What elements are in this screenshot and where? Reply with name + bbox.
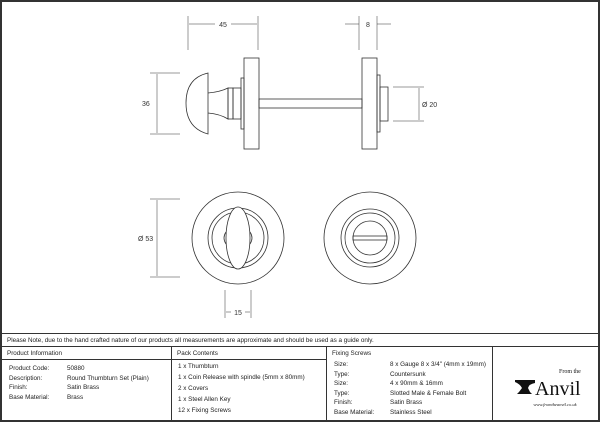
rose-backplate-right	[376, 74, 381, 133]
logo-from-text: From the	[559, 369, 581, 375]
rose-outline	[323, 191, 417, 285]
side-view	[185, 57, 389, 150]
dim-15: 15	[234, 310, 242, 317]
pack-item: 1 x Coin Release with spindle (5mm x 80m…	[178, 374, 305, 381]
dim-45: 45	[219, 22, 227, 29]
screw-row: Size: 8 x Gauge 8 x 3/4" (4mm x 19mm)	[327, 360, 492, 370]
value: Round Thumbturn Set (Plain)	[67, 374, 149, 382]
screw-row: Finish: Satin Brass	[327, 398, 492, 408]
technical-drawing: 45 8 36 Ø 20 Ø 53 15	[138, 16, 437, 318]
label: Product Code:	[9, 365, 50, 372]
dim-8: 8	[366, 22, 370, 29]
screw-row: Type: Countersunk	[327, 370, 492, 380]
value: Stainless Steel	[390, 408, 432, 416]
rose-ring	[344, 212, 396, 264]
dimensions	[150, 16, 424, 318]
logo-name-text: Anvil	[535, 378, 581, 400]
front-view-coin-release	[323, 191, 417, 285]
value: Slotted Male & Female Bolt	[390, 389, 467, 397]
info-row: Product Code: 50880	[2, 364, 171, 374]
value: 4 x 90mm & 16mm	[390, 380, 443, 387]
rose-outline	[191, 191, 285, 285]
rose-backplate-left	[240, 77, 245, 130]
value: Countersunk	[390, 370, 426, 378]
pack-item: 2 x Covers	[178, 385, 209, 392]
fixing-screws-header: Fixing Screws	[332, 350, 372, 357]
value: Satin Brass	[390, 399, 423, 406]
thumbturn-collar	[232, 87, 242, 120]
info-row: Description: Round Thumbturn Set (Plain)	[2, 374, 171, 384]
dim-diameter-53: Ø 53	[138, 236, 153, 243]
pack-item: 1 x Thumbturn	[178, 363, 219, 370]
label: Finish:	[9, 384, 28, 391]
value: 50880	[67, 365, 85, 372]
dim-36: 36	[142, 101, 150, 108]
thumbturn-dome	[185, 72, 209, 135]
label: Description:	[9, 374, 43, 382]
dim-diameter-20: Ø 20	[422, 102, 437, 109]
from-the-anvil-logo: From the Anvil www.fromtheanvil.co.uk	[513, 366, 597, 414]
label: Type:	[334, 389, 350, 397]
label: Finish:	[334, 399, 353, 406]
info-row: Base Material: Brass	[2, 393, 171, 403]
anvil-icon	[515, 380, 535, 394]
pack-item: 12 x Fixing Screws	[178, 407, 231, 414]
rose-plate-right	[361, 57, 378, 150]
anvil-logo-graphic: From the Anvil www.fromtheanvil.co.uk	[515, 369, 581, 407]
thumbturn-grip	[225, 206, 251, 270]
screw-row: Type: Slotted Male & Female Bolt	[327, 389, 492, 399]
product-info-header: Product Information	[2, 347, 171, 360]
label: Size:	[334, 361, 348, 368]
label: Base Material:	[334, 408, 375, 416]
pack-contents: Pack Contents 1 x Thumbturn 1 x Coin Rel…	[172, 347, 327, 422]
screw-row: Size: 4 x 90mm & 16mm	[327, 379, 492, 389]
value: Brass	[67, 393, 84, 401]
rose-ring	[340, 208, 400, 268]
disclaimer-note: Please Note, due to the hand crafted nat…	[2, 333, 598, 347]
coin-release	[379, 86, 389, 122]
logo-url-text: www.fromtheanvil.co.uk	[533, 402, 577, 407]
release-face	[352, 220, 388, 256]
fixing-screws: Fixing Screws Size: 8 x Gauge 8 x 3/4" (4…	[327, 347, 493, 422]
label: Base Material:	[9, 393, 50, 401]
info-row: Finish: Satin Brass	[2, 383, 171, 393]
label: Size:	[334, 380, 348, 387]
pack-contents-header: Pack Contents	[172, 347, 326, 360]
pack-item: 1 x Steel Allen Key	[178, 396, 231, 403]
screw-row: Base Material: Stainless Steel	[327, 408, 492, 418]
thumbturn-collar	[227, 87, 234, 120]
coin-slot	[352, 235, 388, 241]
front-view-thumbturn	[191, 191, 285, 285]
thumbturn-detail	[223, 231, 253, 245]
label: Type:	[334, 370, 350, 378]
thumbturn-neck	[207, 87, 229, 120]
rose-plate-left	[243, 57, 260, 150]
value: 8 x Gauge 8 x 3/4" (4mm x 19mm)	[390, 361, 487, 368]
product-information: Product Information Product Code: 50880 D…	[2, 347, 172, 422]
value: Satin Brass	[67, 384, 100, 391]
spindle	[258, 98, 363, 109]
